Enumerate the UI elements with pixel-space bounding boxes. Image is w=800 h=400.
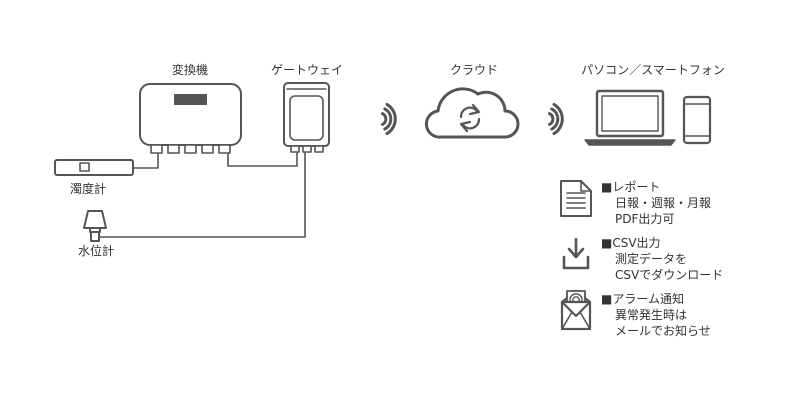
report-feature-title: ■レポート [601,180,661,194]
turbidity-meter-icon [54,159,134,176]
smartphone-icon [682,95,712,145]
report-feature-line: 日報・週報・月報 [615,196,712,210]
water-level-meter-icon [83,210,107,242]
wifi-signal-icon [381,102,397,136]
csv-feature-line: CSVでダウンロード [615,268,724,282]
alarm-feature-line: メールでお知らせ [615,324,711,338]
csv-feature-title: ■CSV出力 [601,236,661,250]
laptop-icon [584,89,676,146]
gateway-label: ゲートウェイ [270,63,344,77]
report-feature: ■レポート 日報・週報・月報 PDF出力可 [601,179,711,227]
water-level-cable [98,152,306,238]
alarm-feature-line: 異常発生時は [615,308,688,322]
turbidity-cable [132,152,159,169]
converter-icon [139,83,242,154]
wifi-signal-icon [548,102,564,136]
turbidity-meter-label: 濁度計 [69,182,107,196]
water-level-meter-label: 水位計 [77,244,115,258]
devices-label: パソコン／スマートフォン [581,63,725,77]
converter-label: 変換機 [171,63,209,77]
report-document-icon [560,180,592,217]
alarm-feature: ■アラーム通知 異常発生時は メールでお知らせ [601,291,711,339]
cloud-icon [424,87,520,139]
gateway-icon [283,82,330,153]
alarm-feature-title: ■アラーム通知 [601,292,684,306]
connection-lines [98,152,306,238]
mail-alert-icon [560,289,592,331]
csv-feature-line: 測定データを [615,252,688,266]
download-icon [562,237,590,270]
cloud-label: クラウド [449,63,499,77]
csv-feature: ■CSV出力 測定データを CSVでダウンロード [601,235,723,283]
report-feature-line: PDF出力可 [615,212,675,226]
converter-gateway-cable [227,152,298,167]
